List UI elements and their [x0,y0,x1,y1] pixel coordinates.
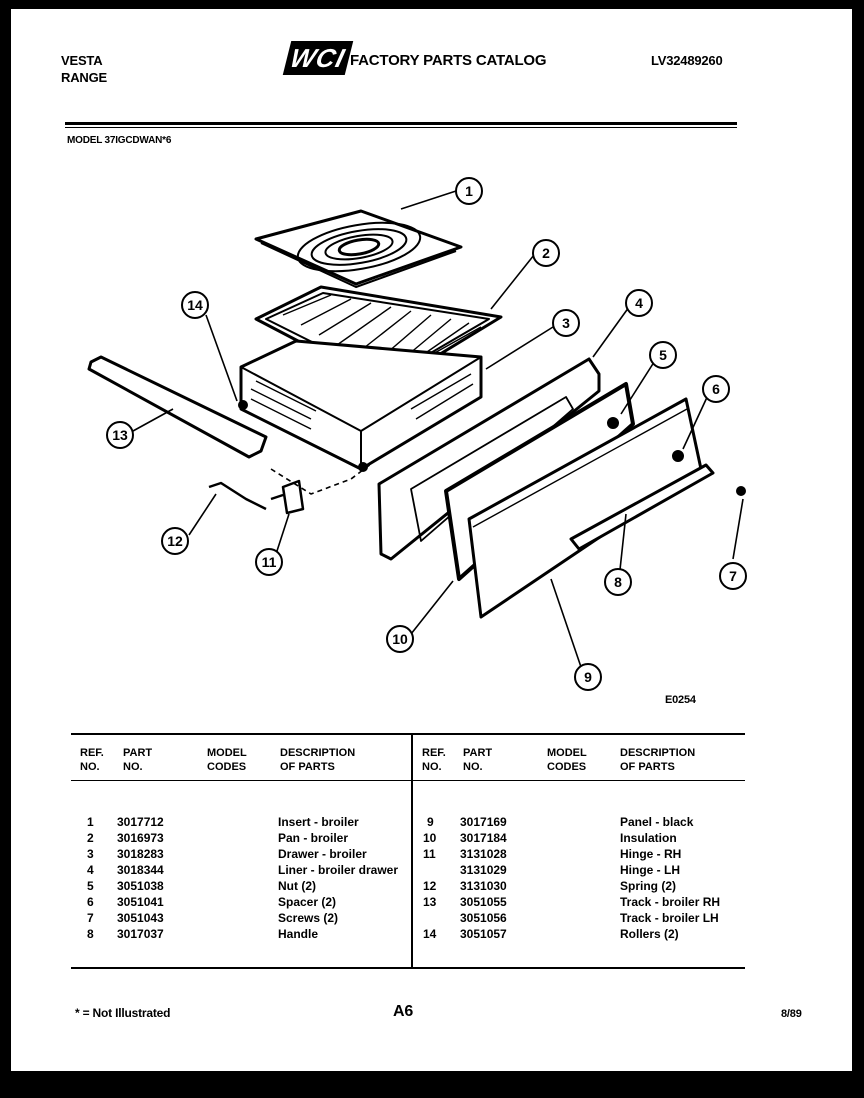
description: Pan - broiler [278,831,349,845]
callout-3: 3 [562,315,570,331]
figure-code: E0254 [665,694,696,706]
ref-no: 14 [423,927,437,941]
ref-no: 2 [87,831,94,845]
part-no: 3051056 [460,911,507,925]
description: Panel - black [620,815,694,829]
description: Track - broiler LH [620,911,719,925]
drawer-liner-drawing [377,357,601,561]
page-number: A6 [393,1003,414,1020]
table-top-rule [71,733,745,735]
header-ref-no: REF.NO. [80,747,104,773]
description: Insert - broiler [278,815,359,829]
callout-7: 7 [729,568,737,584]
ref-no: 4 [87,863,94,877]
hinge-drawing [270,479,305,515]
part-no: 3051055 [460,895,507,909]
exploded-parts-diagram: 1 2 3 4 5 6 7 8 9 10 11 12 13 14 [87,177,747,691]
part-no: 3018344 [117,863,164,877]
ref-no: 9 [427,815,434,829]
description: Spacer (2) [278,895,337,909]
handle-drawing [569,463,715,551]
part-no: 3051043 [117,911,164,925]
callout-5: 5 [659,347,667,363]
ref-no: 12 [423,879,437,893]
callout-9: 9 [584,669,592,685]
callout-circles [106,177,747,691]
parts-catalog-page: VESTA RANGE WCI FACTORY PARTS CATALOG LV… [11,9,852,1071]
spacer-drawing [672,450,684,462]
callout-12: 12 [167,533,183,549]
catalog-number: LV32489260 [651,53,723,68]
description: Hinge - LH [620,863,680,877]
description: Liner - broiler drawer [278,863,399,877]
callout-6: 6 [712,381,720,397]
broiler-drawer-drawing [238,339,483,472]
header-ref-no-right: REF.NO. [422,747,446,773]
brand-name: VESTA [61,53,103,68]
description: Track - broiler RH [620,895,721,909]
description: Rollers (2) [620,927,679,941]
spring-drawing [208,481,267,511]
ref-no: 10 [423,831,437,845]
catalog-title: FACTORY PARTS CATALOG [350,52,547,69]
part-no: 3131029 [460,863,507,877]
ref-no: 7 [87,911,94,925]
part-no: 3051041 [117,895,164,909]
part-no: 3017169 [460,815,507,829]
not-illustrated-note: * = Not Illustrated [75,1006,171,1020]
part-no: 3016973 [117,831,164,845]
description: Spring (2) [620,879,676,893]
table-divider [411,733,413,969]
description: Drawer - broiler [278,847,367,861]
description: Screws (2) [278,911,339,925]
callout-11: 11 [262,554,277,570]
product-type: RANGE [61,70,107,85]
part-no: 3017712 [117,815,164,829]
ref-no: 1 [87,815,94,829]
ref-no: 13 [423,895,437,909]
callout-8: 8 [614,574,622,590]
part-no: 3051038 [117,879,164,893]
part-no: 3017184 [460,831,507,845]
description: Hinge - RH [620,847,682,861]
part-no: 3018283 [117,847,164,861]
ref-no: 5 [87,879,94,893]
callout-10: 10 [392,631,408,647]
header-rule [65,122,737,125]
ref-no: 6 [87,895,94,909]
nut-drawing [607,417,619,429]
description: Insulation [620,831,677,845]
broiler-track-drawing [87,355,268,459]
ref-no: 11 [423,847,436,861]
callout-13: 13 [112,427,128,443]
revision-date: 8/89 [781,1008,802,1020]
table-bottom-rule [71,967,745,969]
header-underline [71,780,745,781]
model-number: MODEL 37IGCDWAN*6 [67,135,172,146]
part-no: 3051057 [460,927,507,941]
header-rule-thin [65,127,737,128]
description: Nut (2) [278,879,316,893]
part-no: 3017037 [117,927,164,941]
ref-no: 3 [87,847,94,861]
screw-drawing [736,486,746,496]
callout-1: 1 [465,183,473,199]
wci-logo: WCI [282,41,354,75]
part-no: 3131028 [460,847,507,861]
callout-14: 14 [187,297,203,313]
ref-no: 8 [87,927,94,941]
description: Handle [278,927,319,941]
broiler-insert-drawing [254,209,463,288]
callout-4: 4 [635,295,643,311]
part-no: 3131030 [460,879,507,893]
callout-2: 2 [542,245,550,261]
